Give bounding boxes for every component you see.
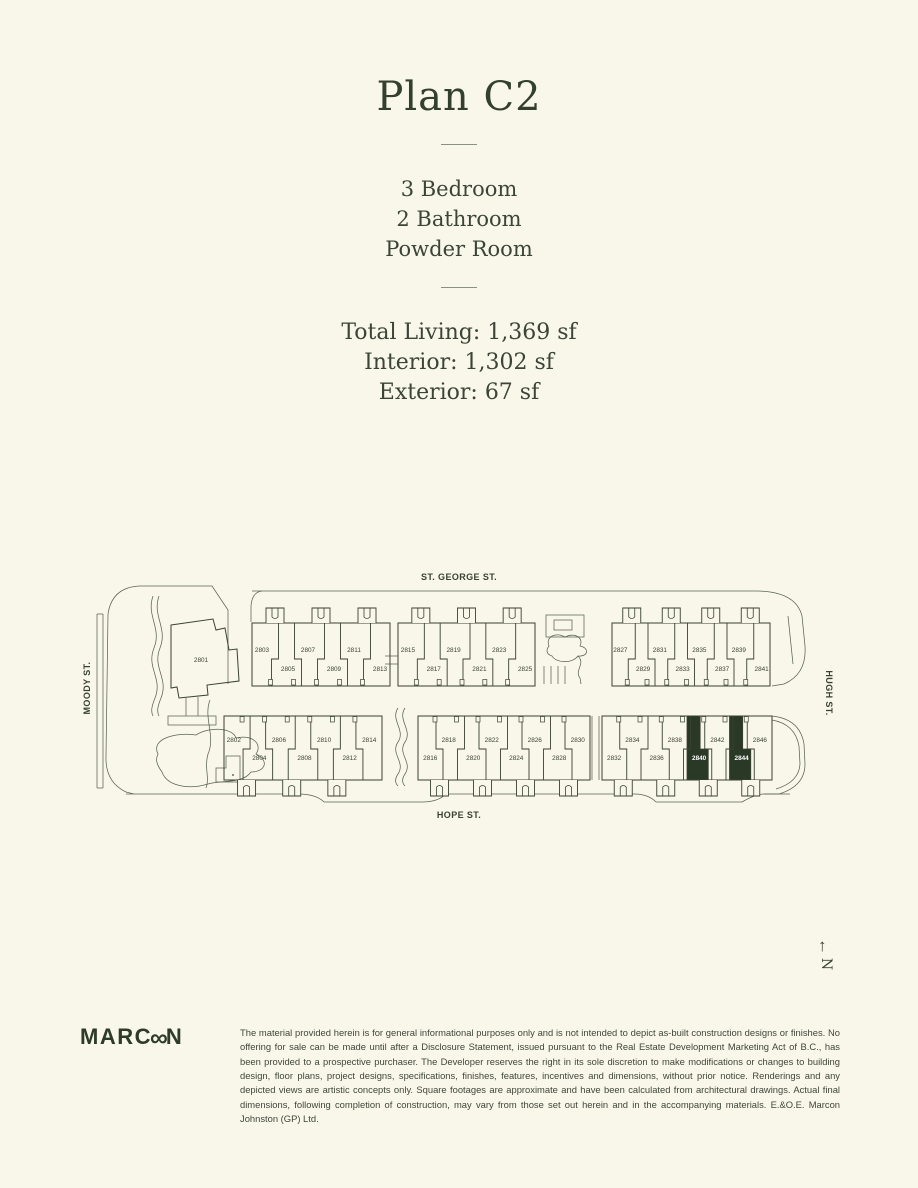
- unit-label-2801: 2801: [194, 657, 209, 664]
- unit-label-2827: 2827: [613, 647, 628, 654]
- unit-label-2837: 2837: [715, 666, 730, 673]
- unit-label-2817: 2817: [427, 666, 442, 673]
- unit-label-2806: 2806: [272, 737, 287, 744]
- unit-label-2823: 2823: [492, 647, 507, 654]
- legal-disclaimer: The material provided herein is for gene…: [240, 1027, 840, 1125]
- building-2801: [170, 618, 240, 699]
- unit-label-2815: 2815: [401, 647, 416, 654]
- unit-label-2836: 2836: [650, 755, 665, 762]
- unit-label-2813: 2813: [373, 666, 388, 673]
- unit-label-2830: 2830: [571, 737, 586, 744]
- unit-label-2839: 2839: [732, 647, 747, 654]
- unit-label-2842: 2842: [710, 737, 725, 744]
- unit-label-2809: 2809: [327, 666, 342, 673]
- area-interior: Interior: 1,302 sf: [364, 350, 554, 375]
- street-label-st-george: ST. GEORGE ST.: [420, 572, 498, 582]
- feature-bathroom: 2 Bathroom: [396, 207, 522, 231]
- feature-list: 3 Bedroom 2 Bathroom Powder Room: [0, 174, 918, 264]
- unit-label-2844: 2844: [735, 755, 750, 762]
- logo-infinity-icon: ∞: [150, 1024, 168, 1052]
- unit-label-2835: 2835: [692, 647, 707, 654]
- unit-label-2826: 2826: [528, 737, 543, 744]
- logo-suffix: N: [165, 1024, 184, 1049]
- unit-label-2814: 2814: [362, 737, 377, 744]
- unit-label-2802: 2802: [227, 737, 242, 744]
- unit-label-2810: 2810: [317, 737, 332, 744]
- unit-label-2820: 2820: [466, 755, 481, 762]
- unit-label-2831: 2831: [653, 647, 668, 654]
- unit-label-2833: 2833: [676, 666, 691, 673]
- site-plan-drawing: 2803 2805 2807 2809 2811 2813 2815 2817 2819 2821…: [96, 585, 806, 803]
- marcon-logo: MARC∞N: [80, 1024, 183, 1053]
- unit-label-2840: 2840: [692, 755, 707, 762]
- site-map: ST. GEORGE ST. HOPE ST. MOODY ST. HUGH S…: [0, 558, 918, 838]
- unit-label-2822: 2822: [485, 737, 500, 744]
- unit-label-2821: 2821: [472, 666, 487, 673]
- unit-label-2846: 2846: [753, 737, 768, 744]
- north-arrow-icon: ↑: [818, 936, 827, 955]
- unit-label-2818: 2818: [442, 737, 457, 744]
- page-title: Plan C2: [376, 74, 542, 120]
- feature-powder-room: Powder Room: [385, 237, 533, 261]
- area-list: Total Living: 1,369 sf Interior: 1,302 s…: [0, 318, 918, 408]
- unit-label-2807: 2807: [301, 647, 316, 654]
- unit-label-2808: 2808: [297, 755, 312, 762]
- divider-middle: [441, 287, 477, 288]
- unit-label-2805: 2805: [281, 666, 296, 673]
- area-exterior: Exterior: 67 sf: [378, 380, 540, 405]
- area-total-living: Total Living: 1,369 sf: [341, 320, 577, 345]
- unit-label-2838: 2838: [668, 737, 683, 744]
- unit-label-2825: 2825: [518, 666, 533, 673]
- unit-label-2824: 2824: [509, 755, 524, 762]
- unit-label-2832: 2832: [607, 755, 622, 762]
- divider-top: [441, 144, 477, 145]
- feature-bedroom: 3 Bedroom: [400, 177, 518, 201]
- compass-north-label: N: [818, 957, 834, 971]
- unit-label-2829: 2829: [636, 666, 651, 673]
- unit-label-2819: 2819: [446, 647, 461, 654]
- unit-label-2828: 2828: [552, 755, 567, 762]
- unit-label-2812: 2812: [343, 755, 358, 762]
- unit-label-2804: 2804: [252, 755, 267, 762]
- unit-label-2841: 2841: [755, 666, 770, 673]
- unit-label-2811: 2811: [347, 647, 361, 654]
- logo-prefix: MARC: [80, 1024, 152, 1049]
- unit-label-2834: 2834: [625, 737, 640, 744]
- unit-label-2803: 2803: [255, 647, 270, 654]
- unit-label-2816: 2816: [423, 755, 438, 762]
- street-label-hope: HOPE ST.: [436, 810, 482, 820]
